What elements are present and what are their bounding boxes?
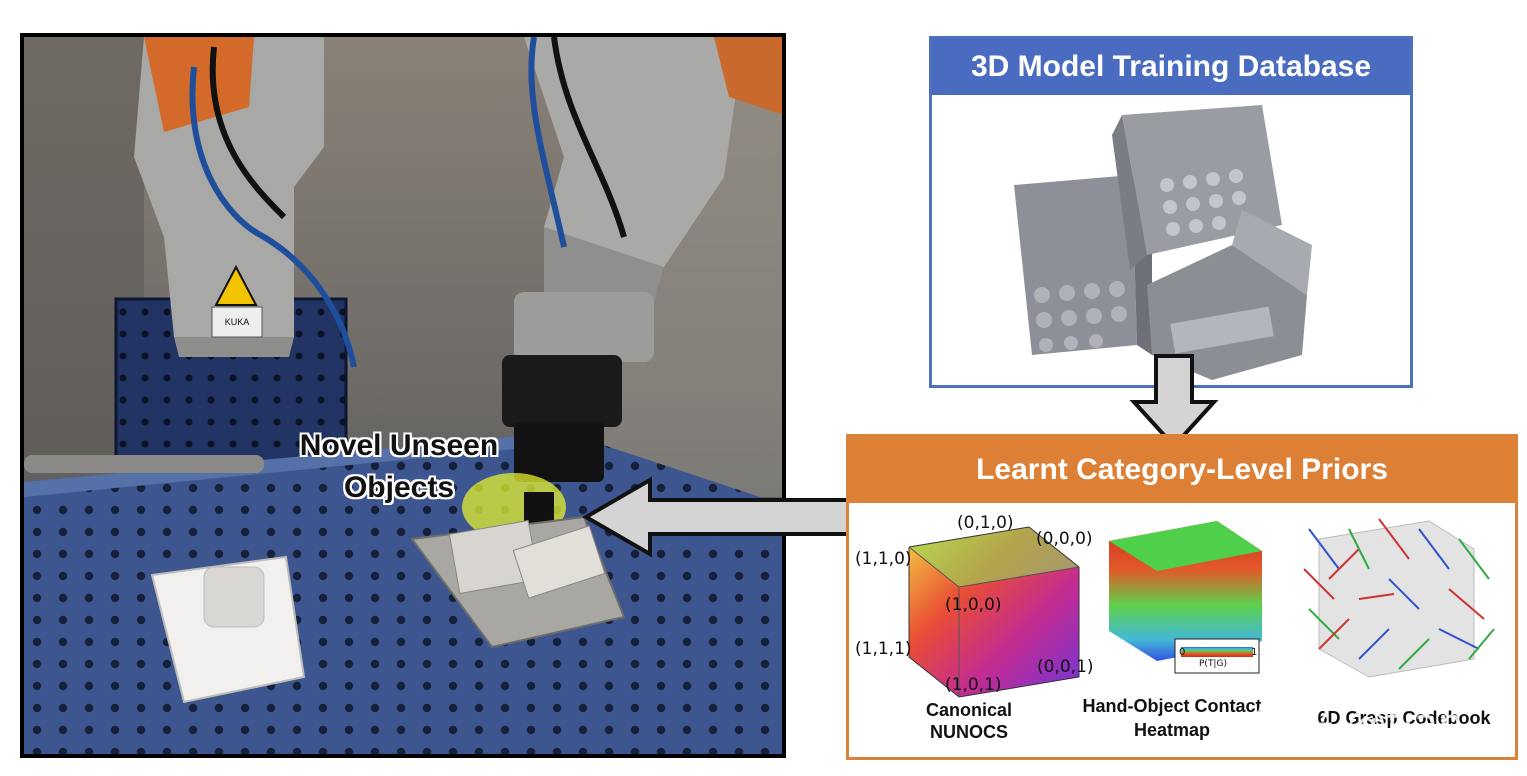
nunocs-caption-line2: NUNOCS xyxy=(929,722,1008,742)
robot-scene-illustration: KUKA xyxy=(24,37,782,754)
colorbar-min-label: 0 xyxy=(1179,647,1186,658)
corner-label-000: (0,0,0) xyxy=(1036,529,1093,549)
colorbar-title: P(T|G) xyxy=(1199,659,1227,669)
training-database-title: 3D Model Training Database xyxy=(932,39,1410,95)
robot-badge-text: KUKA xyxy=(225,317,250,327)
left-arrow-icon xyxy=(582,476,876,558)
heatmap-caption-line1: Hand-Object Contact xyxy=(1082,696,1262,716)
down-arrow-icon xyxy=(1129,354,1219,449)
cad-models-illustration xyxy=(1014,105,1312,380)
training-database-panel: 3D Model Training Database xyxy=(929,36,1413,388)
corner-label-010: (0,1,0) xyxy=(957,513,1014,533)
grasp-codebook-caption: 6D Grasp Codebook xyxy=(1317,708,1491,728)
corner-label-111: (1,1,1) xyxy=(855,639,912,659)
watermark-text: 知乎 @tian xyxy=(1254,701,1464,747)
grasp-codebook-illustration xyxy=(1303,518,1495,678)
corner-label-001: (0,0,1) xyxy=(1037,657,1094,677)
corner-label-100: (1,0,0) xyxy=(945,595,1002,615)
category-priors-title: Learnt Category-Level Priors xyxy=(849,437,1515,503)
colorbar-max-label: 1 xyxy=(1251,647,1258,658)
nunocs-caption-line1: Canonical xyxy=(925,700,1013,720)
contact-heatmap-illustration xyxy=(1109,521,1262,674)
corner-label-101: (1,0,1) xyxy=(945,675,1002,695)
nunocs-cube-illustration xyxy=(908,526,1080,698)
heatmap-caption-line2: Heatmap xyxy=(1133,720,1211,740)
corner-label-110: (1,1,0) xyxy=(855,549,912,569)
category-priors-panel: Learnt Category-Level Priors (0,1,0) (0,… xyxy=(846,434,1518,760)
novel-objects-label-line2: Objects xyxy=(343,471,455,504)
robot-photo-panel: KUKA Novel Unseen Objects xyxy=(20,33,786,758)
novel-objects-label-line1: Novel Unseen xyxy=(299,429,499,462)
warning-sign-icon xyxy=(214,264,258,306)
